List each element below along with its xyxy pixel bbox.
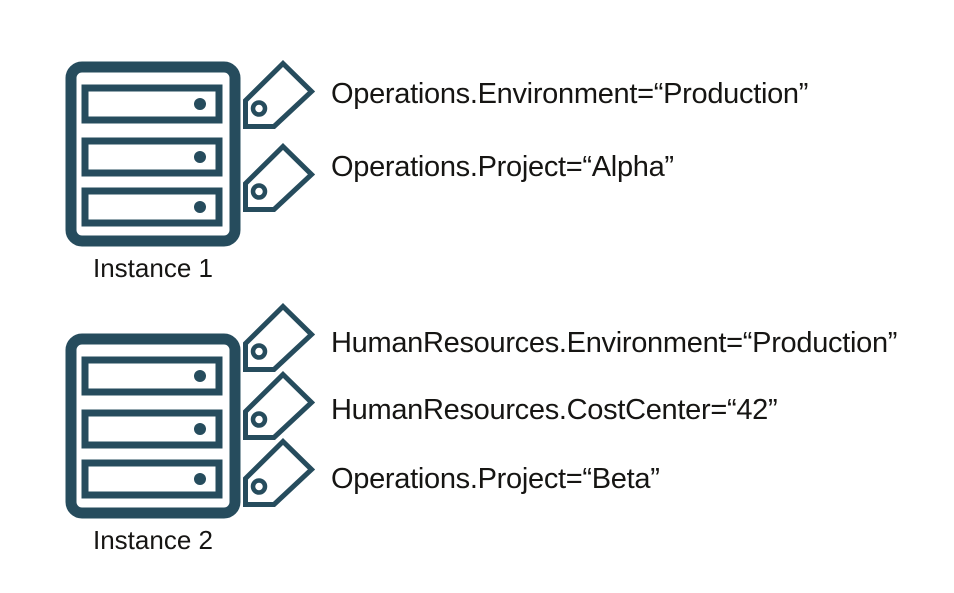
tag-label: Operations.Environment=“Production” — [331, 78, 809, 110]
tag-icon — [241, 438, 315, 508]
tag-label: Operations.Project=“Alpha” — [331, 151, 674, 183]
instance-label: Instance 1 — [93, 253, 213, 283]
server-icon — [65, 61, 241, 247]
tag-label: Operations.Project=“Beta” — [331, 463, 660, 495]
tag-icon — [241, 143, 315, 213]
server-icon — [65, 333, 241, 519]
tag-icon — [241, 60, 315, 130]
tag-label: HumanResources.CostCenter=“42” — [331, 394, 778, 426]
instance-label: Instance 2 — [93, 525, 213, 555]
tag-icon — [241, 371, 315, 441]
tag-icon — [241, 303, 315, 373]
tag-label: HumanResources.Environment=“Production” — [331, 327, 898, 359]
